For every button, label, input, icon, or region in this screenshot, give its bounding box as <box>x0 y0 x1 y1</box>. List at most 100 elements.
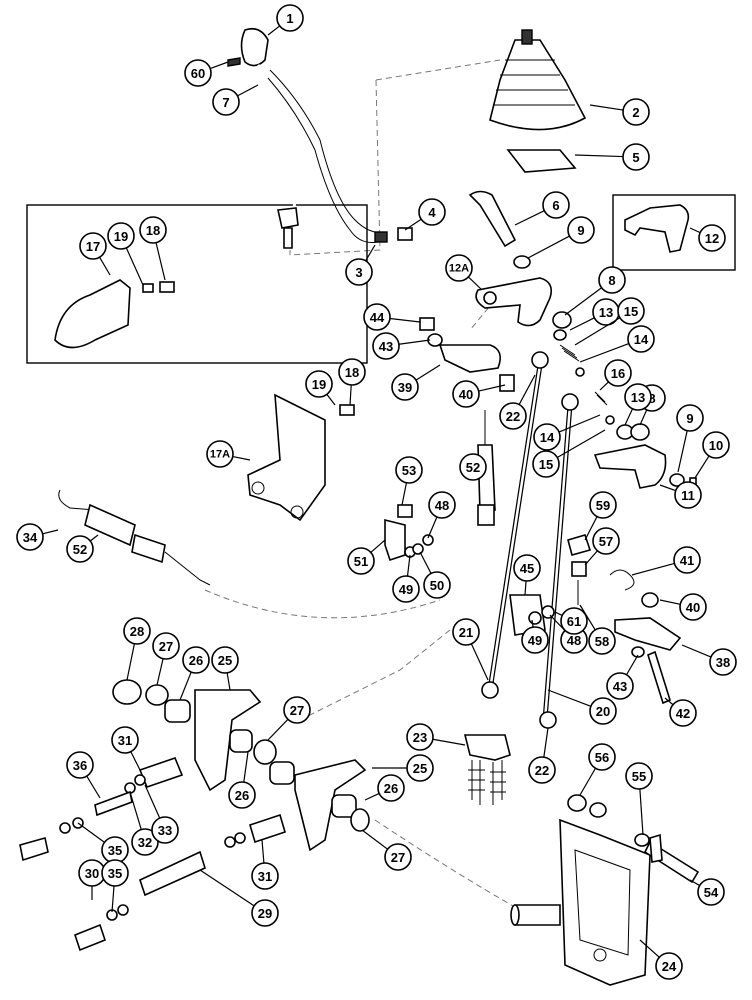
callout-label: 58 <box>595 634 609 649</box>
callout-circle <box>606 672 634 700</box>
callout-label: 9 <box>577 223 584 238</box>
leader-line <box>584 516 598 541</box>
callout-label: 14 <box>540 430 555 445</box>
leader-line <box>237 84 259 97</box>
callout-45: 45 <box>513 554 541 596</box>
leader-line <box>243 751 249 783</box>
callout-circle <box>676 404 704 432</box>
callout-label: 1 <box>286 11 293 26</box>
callout-circle <box>16 523 44 551</box>
callout-label: 15 <box>624 304 638 319</box>
callout-17: 17 <box>79 232 111 276</box>
callout-label: 17 <box>86 239 100 254</box>
callout-61: 61 <box>554 607 588 635</box>
leader-line <box>406 554 411 577</box>
callout-label: 12 <box>705 231 719 246</box>
callout-circle <box>101 859 129 887</box>
callout-circle <box>283 696 311 724</box>
callout-circle <box>560 607 588 635</box>
housing-24 <box>510 818 651 986</box>
callout-circle <box>211 646 239 674</box>
leader-line <box>579 604 596 631</box>
callout-label: 48 <box>435 498 449 513</box>
callout-circle <box>345 258 373 286</box>
callout-5: 5 <box>574 143 650 171</box>
callout-circle <box>251 862 279 890</box>
callout-28: 28 <box>123 617 151 681</box>
callout-56: 56 <box>579 743 616 796</box>
callout-circle <box>152 632 180 660</box>
leader-line <box>589 104 624 111</box>
callout-1: 1 <box>267 4 304 36</box>
callout-label: 26 <box>384 781 398 796</box>
callout-44: 44 <box>363 303 421 331</box>
callout-label: 34 <box>23 530 38 545</box>
callout-15: 15 <box>532 429 606 478</box>
leader-line <box>364 792 380 801</box>
leader-line <box>232 455 251 461</box>
callout-label: 29 <box>258 906 272 921</box>
callout-label: 44 <box>370 310 385 325</box>
callout-label: 23 <box>413 730 427 745</box>
callout-13: 13 <box>569 298 620 331</box>
callout-circle <box>622 98 650 126</box>
callout-label: 52 <box>466 460 480 475</box>
callout-38: 38 <box>681 644 737 676</box>
callout-circle <box>347 547 375 575</box>
leader-line <box>361 829 388 850</box>
rubber-boot <box>489 29 587 173</box>
callout-circle <box>604 359 632 387</box>
callout-29: 29 <box>199 869 279 927</box>
callout-10: 10 <box>694 431 730 479</box>
callout-18: 18 <box>139 216 167 281</box>
callout-27: 27 <box>152 632 180 686</box>
leader-line <box>415 364 441 381</box>
leader-line <box>664 697 674 706</box>
leader-line <box>677 430 688 473</box>
callout-55: 55 <box>625 762 653 836</box>
callout-label: 57 <box>599 534 613 549</box>
callout-circle <box>697 878 725 906</box>
leader-line <box>427 516 438 539</box>
callout-label: 45 <box>520 561 534 576</box>
callout-label: 51 <box>354 554 368 569</box>
callout-label: 33 <box>158 823 172 838</box>
rods <box>481 351 579 729</box>
lever-38 <box>609 569 682 705</box>
callout-circle <box>673 546 701 574</box>
pin-and-washer <box>468 190 531 269</box>
callout-label: 9 <box>686 411 693 426</box>
callout-circle <box>542 191 570 219</box>
callout-circle <box>107 222 135 250</box>
callout-31: 31 <box>111 726 141 771</box>
callout-39: 39 <box>391 364 441 401</box>
callout-label: 11 <box>681 488 695 503</box>
callout-label: 49 <box>528 633 542 648</box>
callout-43: 43 <box>606 654 639 700</box>
leader-line <box>531 619 534 628</box>
callout-label: 39 <box>398 380 412 395</box>
callout-circle <box>184 59 212 87</box>
leader-line <box>89 534 99 542</box>
reference-lines <box>204 59 521 911</box>
callout-label: 3 <box>355 265 362 280</box>
leader-line <box>631 562 675 576</box>
callout-label: 50 <box>430 578 444 593</box>
callout-circle <box>533 423 561 451</box>
leader-line <box>267 25 281 36</box>
leader-line <box>111 885 115 913</box>
cable-lower <box>58 489 211 586</box>
leader-line <box>261 839 265 864</box>
callout-circle <box>624 383 652 411</box>
inset-box-left <box>26 204 368 364</box>
callout-2: 2 <box>589 98 650 126</box>
callout-26: 26 <box>179 646 210 701</box>
leader-line <box>659 599 681 605</box>
callout-42: 42 <box>664 697 697 727</box>
callout-19: 19 <box>305 370 336 406</box>
callout-label: 8 <box>608 273 615 288</box>
callout-6: 6 <box>514 191 570 226</box>
callout-57: 57 <box>584 527 620 566</box>
leader-line <box>155 242 166 281</box>
